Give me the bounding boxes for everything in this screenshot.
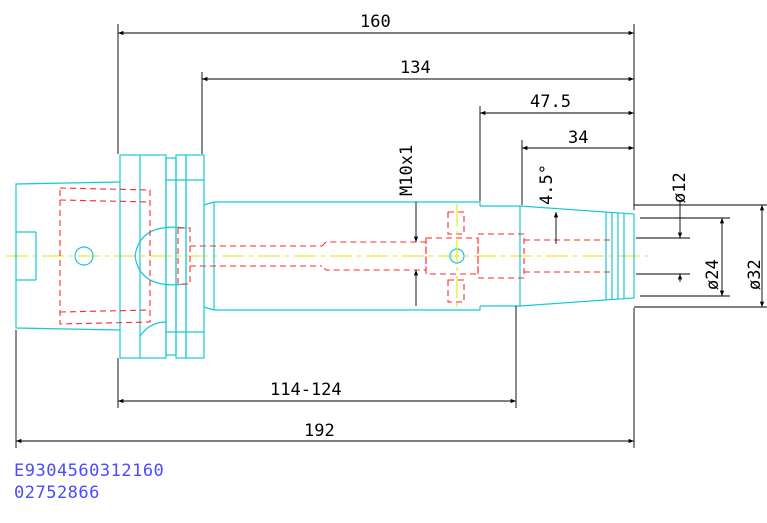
- dim-114-124-label: 114-124: [270, 380, 342, 400]
- nose-diameter-label: ø24: [703, 259, 723, 290]
- angle-label: 4.5°: [537, 164, 557, 205]
- dim-34-label: 34: [568, 128, 588, 148]
- bore-diameter-label: ø12: [670, 172, 690, 203]
- dim-47-5-label: 47.5: [530, 92, 571, 112]
- dim-47-5: 47.5: [479, 92, 634, 201]
- holder-outline: [15, 154, 635, 359]
- dim-diameters: ø12 ø24 ø32: [634, 172, 767, 308]
- dim-160-label: 160: [360, 12, 391, 32]
- dim-34: 34: [521, 128, 634, 205]
- dim-192-label: 192: [304, 421, 335, 441]
- article-number: E9304560312160: [14, 461, 165, 481]
- dim-160: 160: [117, 12, 635, 210]
- hidden-lines: [59, 187, 610, 325]
- dim-thread: M10x1: [397, 145, 419, 306]
- order-number: 02752866: [14, 483, 100, 503]
- part-codes: E9304560312160 02752866: [14, 460, 164, 504]
- thread-label: M10x1: [397, 145, 417, 196]
- outer-diameter-label: ø32: [745, 259, 765, 290]
- dim-114-124: 114-124: [117, 306, 517, 408]
- dim-134: 134: [201, 58, 634, 154]
- dim-angle: 4.5°: [537, 164, 559, 244]
- dim-192: 192: [15, 308, 635, 448]
- dim-134-label: 134: [400, 58, 431, 78]
